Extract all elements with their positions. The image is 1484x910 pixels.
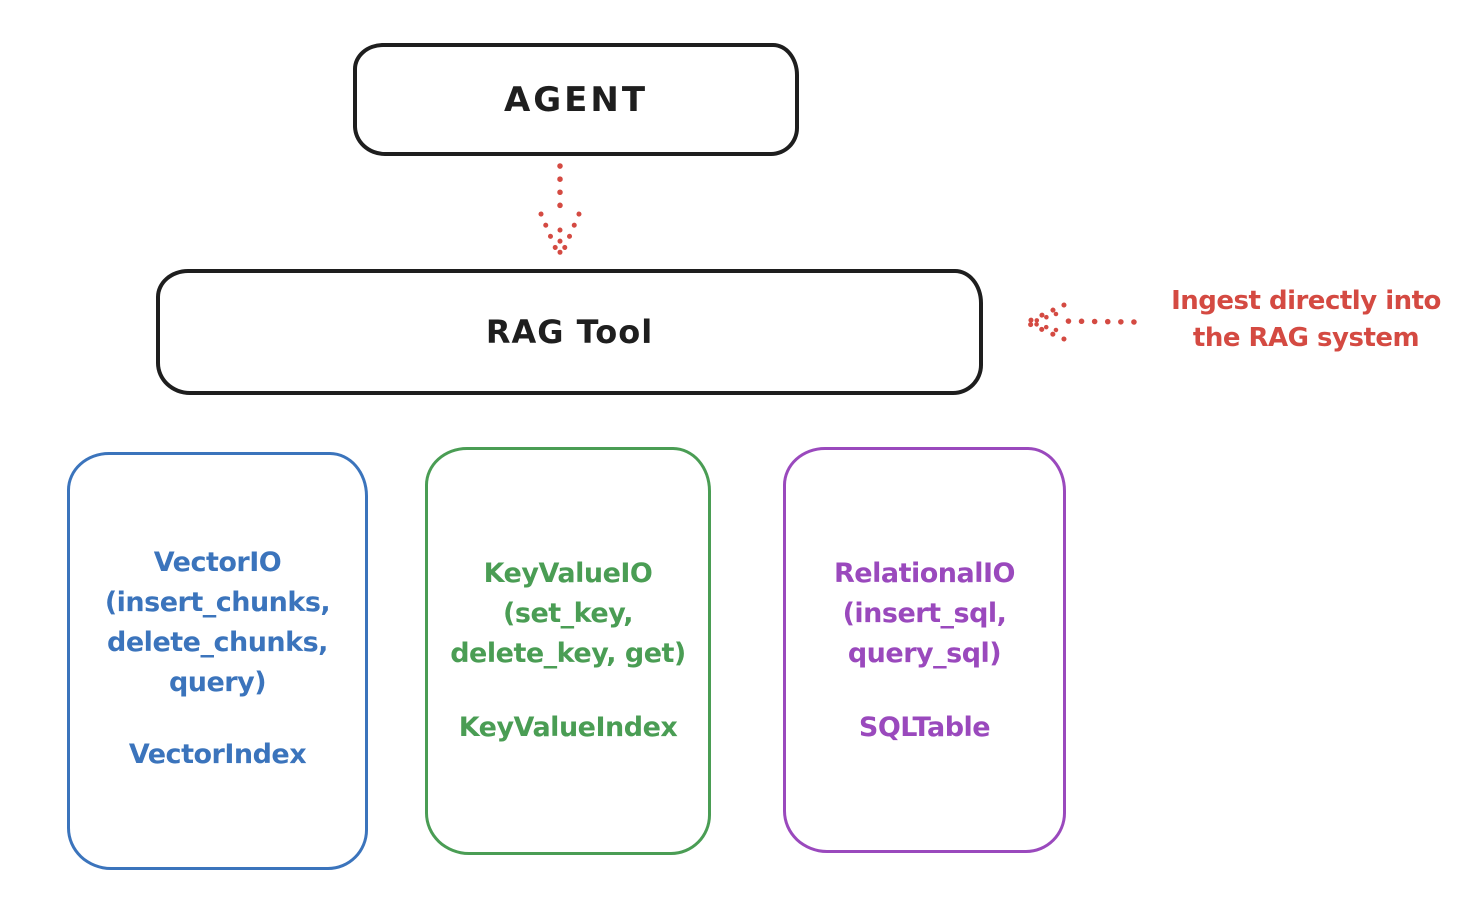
vector-io-title-line: (insert_chunks, [104,587,331,618]
sql-table-label: SQLTable [858,712,991,743]
rag-tool-box-label: RAG Tool [485,313,654,351]
relational-io-title-line: query_sql) [847,638,1002,669]
agent-box-label: AGENT [503,79,649,120]
keyvalue-io-title-line: (set_key, [503,598,633,629]
vector-io-box: VectorIO (insert_chunks, delete_chunks, … [67,452,368,870]
relational-io-title-line: RelationalIO [834,558,1015,589]
keyvalue-io-title-line: KeyValueIO [483,558,653,589]
ingest-annotation-line2: the RAG system [1192,323,1420,353]
agent-box: AGENT [353,43,799,156]
agent-to-ragtool-arrow-icon [538,163,582,259]
vector-io-title-line: query) [168,667,267,698]
relational-io-box: RelationalIO (insert_sql, query_sql) SQL… [783,447,1066,853]
ingest-annotation: Ingest directly into the RAG system [1130,283,1482,357]
keyvalue-io-title-line: delete_key, get) [450,638,686,669]
annotation-to-ragtool-arrow-icon [1024,302,1137,342]
rag-tool-box: RAG Tool [156,269,983,395]
vector-io-title-line: delete_chunks, [107,627,328,658]
vector-index-label: VectorIndex [128,739,307,770]
ingest-annotation-line1: Ingest directly into [1171,286,1441,316]
keyvalue-index-label: KeyValueIndex [458,712,678,743]
keyvalue-io-box: KeyValueIO (set_key, delete_key, get) Ke… [425,447,711,855]
vector-io-title-line: VectorIO [153,547,282,578]
relational-io-title-line: (insert_sql, [842,598,1007,629]
